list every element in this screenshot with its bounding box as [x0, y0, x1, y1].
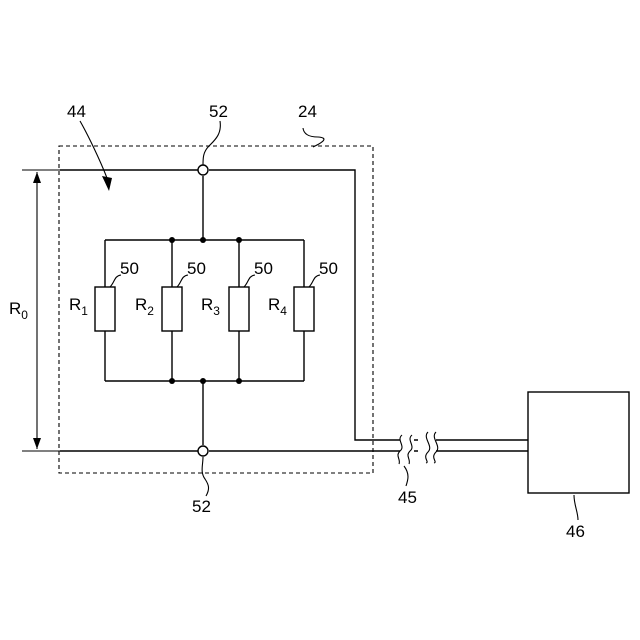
junction-dot — [236, 378, 242, 384]
r3-ref-label: 50 — [254, 259, 273, 278]
r0-arrow-top — [33, 172, 41, 183]
top-terminal — [198, 165, 208, 175]
resistor-r4 — [294, 287, 314, 331]
device-leader — [574, 495, 578, 520]
r1-label: R1 — [69, 295, 88, 318]
r2-ref-label: 50 — [187, 259, 206, 278]
bottom-terminal-label: 52 — [192, 497, 211, 516]
sensor-region-arrowhead — [102, 176, 112, 191]
junction-dot — [169, 378, 175, 384]
top-terminal-label: 52 — [209, 102, 228, 121]
r4-ref-label: 50 — [319, 259, 338, 278]
cable-leader — [404, 466, 408, 486]
junction-dot — [200, 378, 206, 384]
cable-label: 45 — [398, 488, 417, 507]
r0-label: R0 — [9, 299, 28, 322]
junction-dot — [169, 237, 175, 243]
r1-ref-label: 50 — [120, 259, 139, 278]
top-terminal-leader — [203, 121, 220, 165]
r3-label: R3 — [201, 295, 220, 318]
sensor-region-label: 44 — [67, 102, 86, 121]
r0-arrow-bottom — [33, 438, 41, 449]
resistor-r2 — [162, 287, 182, 331]
resistor-r1 — [95, 287, 115, 331]
device-label: 46 — [566, 522, 585, 541]
r4-label: R4 — [268, 295, 287, 318]
r2-label: R2 — [135, 295, 154, 318]
bottom-terminal-leader — [202, 457, 208, 496]
junction-dot — [200, 237, 206, 243]
junction-dot — [236, 237, 242, 243]
enclosure-leader — [303, 128, 324, 147]
bottom-terminal — [198, 446, 208, 456]
resistor-r3 — [229, 287, 249, 331]
enclosure-label: 24 — [298, 102, 317, 121]
top-right-wire — [209, 170, 528, 440]
device-box — [528, 392, 629, 493]
